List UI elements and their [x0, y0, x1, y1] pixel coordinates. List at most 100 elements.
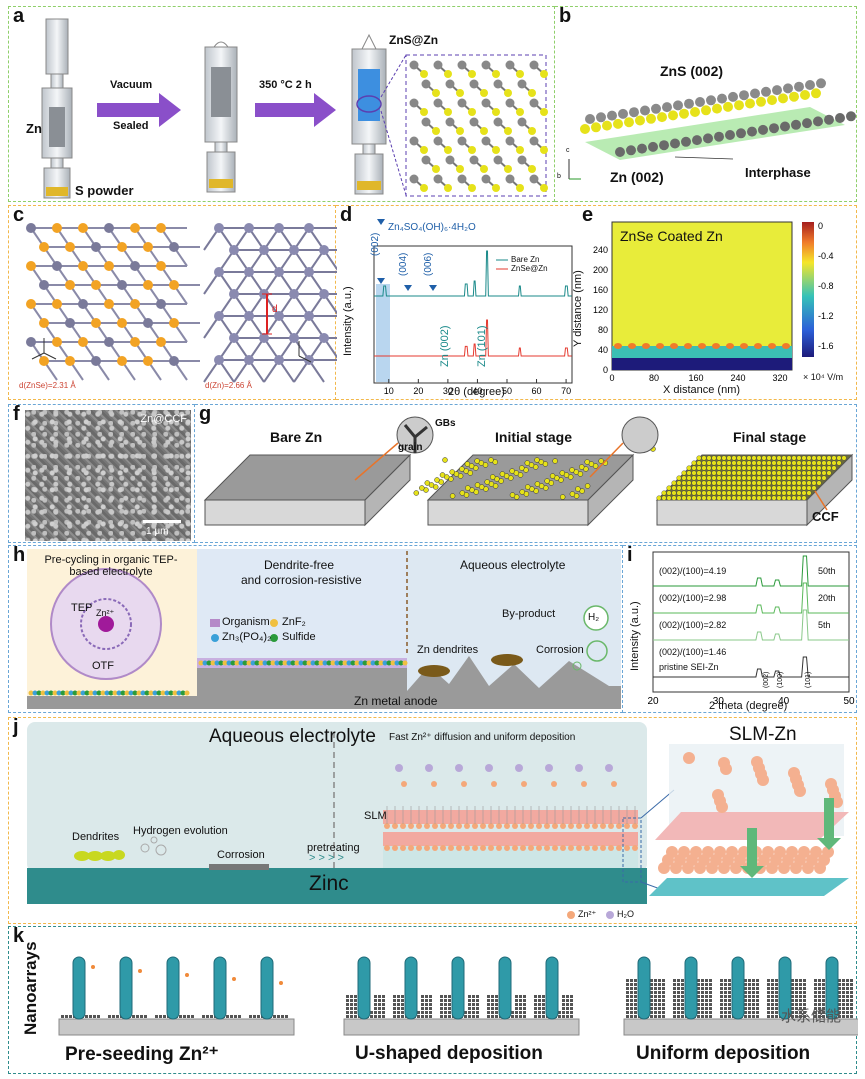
h-h2: H₂ — [588, 612, 600, 623]
d-xtick: 20 — [413, 386, 423, 396]
d-peak-004: (004) — [398, 252, 409, 276]
panel-c-label: c — [13, 204, 25, 226]
sem-image: Zn@CCF 1 μm — [25, 410, 191, 541]
h-anode: Zn metal anode — [354, 694, 438, 708]
product-label: ZnS@Zn — [389, 33, 439, 47]
d-legend-bare: Bare Zn — [511, 255, 540, 264]
ampoule-diagram — [41, 18, 548, 199]
h-dendrites: Zn dendrites — [417, 644, 479, 656]
panel-c: c d d(ZnSe)=2.31 Å d(Zn)=2.66 Å — [8, 204, 337, 400]
d-znse-label: d(ZnSe)=2.31 Å — [19, 381, 76, 390]
d-zn101-label: Zn (101) — [476, 325, 488, 367]
ampoule-2 — [204, 41, 238, 193]
e-cbar-tick: 0 — [818, 221, 823, 231]
e-xtick: 0 — [609, 373, 614, 383]
sem-title: Zn@CCF — [140, 413, 187, 425]
k-side-label: Nanoarrays — [21, 941, 40, 1035]
sealed-label: Sealed — [113, 120, 149, 132]
i-ratio-5: (002)/(100)=2.82 — [659, 620, 727, 630]
h-corrosion: Corrosion — [536, 644, 584, 656]
i-cycle-pristine: pristine SEI-Zn — [659, 662, 719, 672]
d-xtick: 50 — [502, 386, 512, 396]
s-powder-label: S powder — [75, 183, 134, 198]
i-series-line — [653, 582, 849, 614]
h-legend-znf2: ZnF₂ — [282, 616, 306, 628]
h-legend-sulfide: Sulfide — [282, 631, 316, 643]
h-zn2: Zn²⁺ — [96, 608, 115, 618]
lattice-models — [26, 223, 337, 383]
h-byproduct: By-product — [502, 608, 556, 620]
g-ccf: CCF — [812, 509, 839, 524]
i-series-line — [653, 555, 849, 587]
e-xlabel: X distance (nm) — [663, 384, 741, 396]
i-series-line — [653, 656, 849, 678]
interphase-label: Interphase — [745, 165, 811, 180]
d-xtick: 30 — [443, 386, 453, 396]
d-peak-002: (002) — [370, 232, 381, 256]
j-legend-zn: Zn²⁺ — [578, 909, 597, 919]
j-pretreat-arrows: > > > > — [309, 852, 344, 864]
e-cbar-tick: -0.8 — [818, 281, 834, 291]
d-xtick: 60 — [532, 386, 542, 396]
panel-j: j Aqueous electrolyte Fast Zn²⁺ diffusio… — [8, 716, 857, 924]
nanoarray-diagram — [58, 956, 858, 1036]
i-xtick: 50 — [843, 696, 855, 707]
e-xtick: 160 — [688, 373, 703, 383]
e-ytick: 200 — [593, 265, 608, 275]
znse-zn-line — [374, 319, 572, 357]
e-ytick: 80 — [598, 325, 608, 335]
lattice-d-mark: d — [272, 304, 278, 315]
zn-label: Zn — [26, 121, 42, 136]
j-corrosion: Corrosion — [217, 849, 265, 861]
g-stage1: Bare Zn — [270, 429, 323, 445]
panel-e-label: e — [582, 204, 594, 226]
panel-h-label: h — [13, 544, 26, 566]
zns-crystal-structure — [409, 60, 548, 192]
slm-diagram — [27, 722, 849, 919]
panel-b-label: b — [559, 5, 572, 27]
d-zn-label: d(Zn)=2.66 Å — [205, 381, 252, 390]
scale-bar — [143, 520, 181, 523]
k-caption-3: Uniform deposition — [636, 1043, 811, 1064]
j-pretreating: pretreating — [307, 842, 360, 854]
e-xtick: 80 — [649, 373, 659, 383]
arrow-1 — [97, 93, 181, 127]
h-otf: OTF — [92, 660, 114, 672]
k-caption-2: U-shaped deposition — [355, 1043, 543, 1064]
g-grain: grain — [398, 442, 423, 453]
bare-zn-line — [374, 250, 572, 297]
i-xtick: 20 — [647, 696, 659, 707]
d-legend-marker-text: Zn₄SO₄(OH)₆·4H₂O — [388, 222, 476, 233]
h-aqueous: Aqueous electrolyte — [460, 558, 566, 572]
zns-layer-label: ZnS (002) — [660, 63, 724, 79]
panel-f-label: f — [13, 403, 20, 425]
zn-layer-label: Zn (002) — [610, 169, 664, 185]
g-gbs: GBs — [435, 418, 456, 429]
i-xlabel: 2 theta (degree) — [709, 700, 788, 712]
d-xlabel: 2θ (degree) — [448, 386, 505, 398]
e-ytick: 40 — [598, 345, 608, 355]
panel-b: b ZnS (002) Zn (002) Interphase c b — [555, 5, 857, 202]
h-dendrite-free: Dendrite-free — [264, 558, 335, 572]
i-series-line — [653, 609, 849, 641]
d-peak-006: (006) — [423, 252, 434, 276]
panel-i-label: i — [627, 544, 633, 566]
e-cbar-tick: -1.6 — [818, 341, 834, 351]
j-slm: SLM — [364, 810, 387, 822]
e-xtick: 320 — [772, 373, 787, 383]
j-slm-zn: SLM-Zn — [729, 724, 797, 745]
ampoule-3 — [351, 33, 387, 195]
k-caption-1: Pre-seeding Zn²⁺ — [65, 1044, 219, 1065]
d-zn002-label: Zn (002) — [439, 325, 451, 367]
panel-d-label: d — [340, 204, 353, 226]
panel-h: h Pre-cycling in organic TEP-based elect… — [8, 544, 623, 713]
interface-model — [568, 78, 856, 180]
d-ylabel: Intensity (a.u.) — [342, 286, 354, 356]
e-ytick: 160 — [593, 285, 608, 295]
e-title: ZnSe Coated Zn — [620, 228, 723, 244]
ampoule-1 — [41, 18, 73, 199]
